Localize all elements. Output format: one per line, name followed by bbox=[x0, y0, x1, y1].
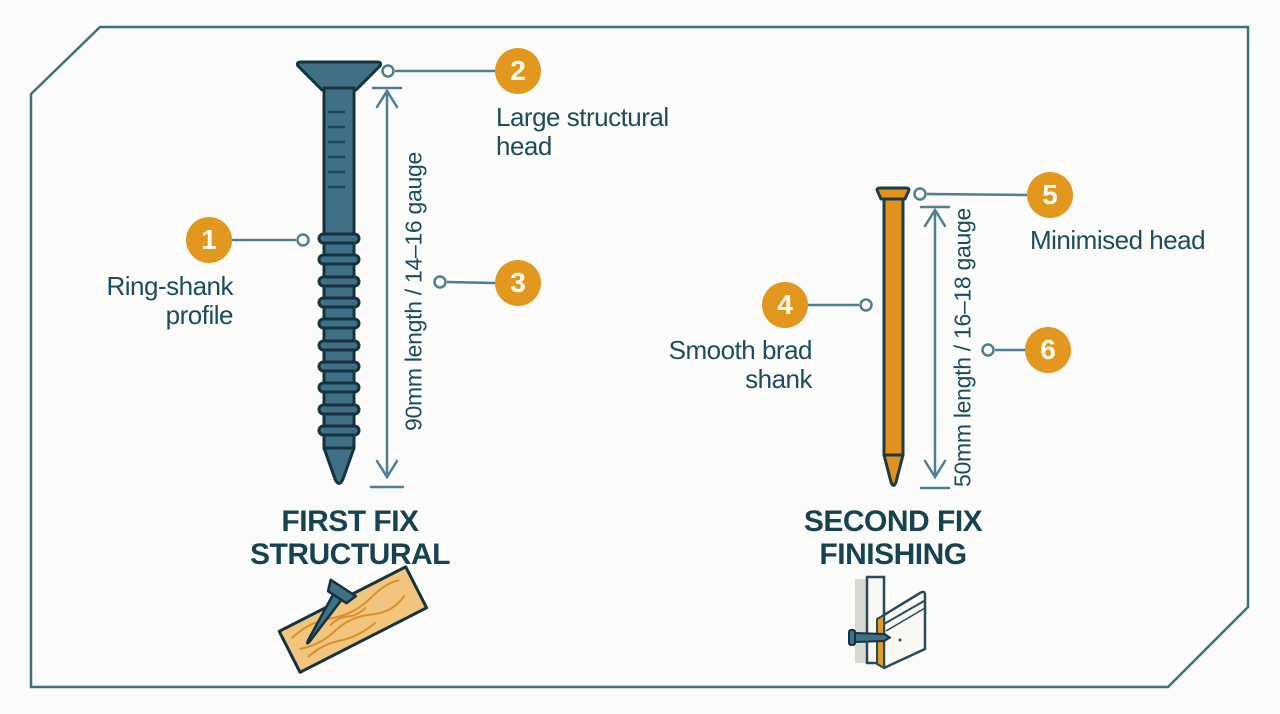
right-dimension-line bbox=[919, 205, 951, 490]
callout-badge-6: 6 bbox=[1025, 327, 1071, 373]
brad-nail bbox=[875, 186, 911, 487]
brad-nail-head bbox=[875, 186, 911, 201]
illustrated-nail bbox=[305, 578, 358, 645]
ring-bulges bbox=[317, 232, 361, 437]
timber-joint-illustration bbox=[277, 565, 429, 674]
label-large-structural-head: Large structural head bbox=[496, 102, 669, 162]
callout-badge-3: 3 bbox=[495, 260, 541, 306]
left-title-line1: FIRST FIX bbox=[281, 505, 419, 538]
brad-nail-shank bbox=[882, 197, 905, 457]
illustrated-brad bbox=[848, 629, 891, 646]
label-ring-shank-profile: Ring-shank profile bbox=[106, 271, 233, 331]
frame-border bbox=[29, 25, 1250, 689]
left-dimension-line bbox=[369, 86, 405, 489]
right-title: SECOND FIX FINISHING bbox=[763, 505, 1023, 571]
callout-badge-1: 1 bbox=[186, 217, 232, 263]
structural-nail-tip bbox=[322, 446, 356, 485]
left-title: FIRST FIX STRUCTURAL bbox=[220, 505, 480, 571]
ring-shank-nail bbox=[295, 60, 383, 485]
left-title-line2: STRUCTURAL bbox=[250, 538, 450, 571]
wood-grain bbox=[291, 579, 406, 658]
left-dimension-label: 90mm length / 14–16 gauge bbox=[400, 152, 427, 431]
shank-striations bbox=[328, 110, 345, 189]
brad-nail-tip bbox=[882, 453, 905, 487]
callout-badge-2: 2 bbox=[495, 48, 541, 94]
right-dimension-label: 50mm length / 16–18 gauge bbox=[949, 208, 976, 487]
right-title-line2: FINISHING bbox=[819, 538, 967, 571]
label-minimised-head: Minimised head bbox=[1030, 225, 1206, 255]
callout-badge-5: 5 bbox=[1027, 172, 1073, 218]
structural-nail-head bbox=[295, 60, 383, 92]
callout-badge-4: 4 bbox=[762, 282, 808, 328]
label-smooth-brad-shank: Smooth brad shank bbox=[668, 335, 813, 395]
right-title-line1: SECOND FIX bbox=[803, 505, 983, 538]
skirting-board-illustration bbox=[848, 575, 927, 670]
callout-connectors bbox=[231, 64, 1029, 357]
